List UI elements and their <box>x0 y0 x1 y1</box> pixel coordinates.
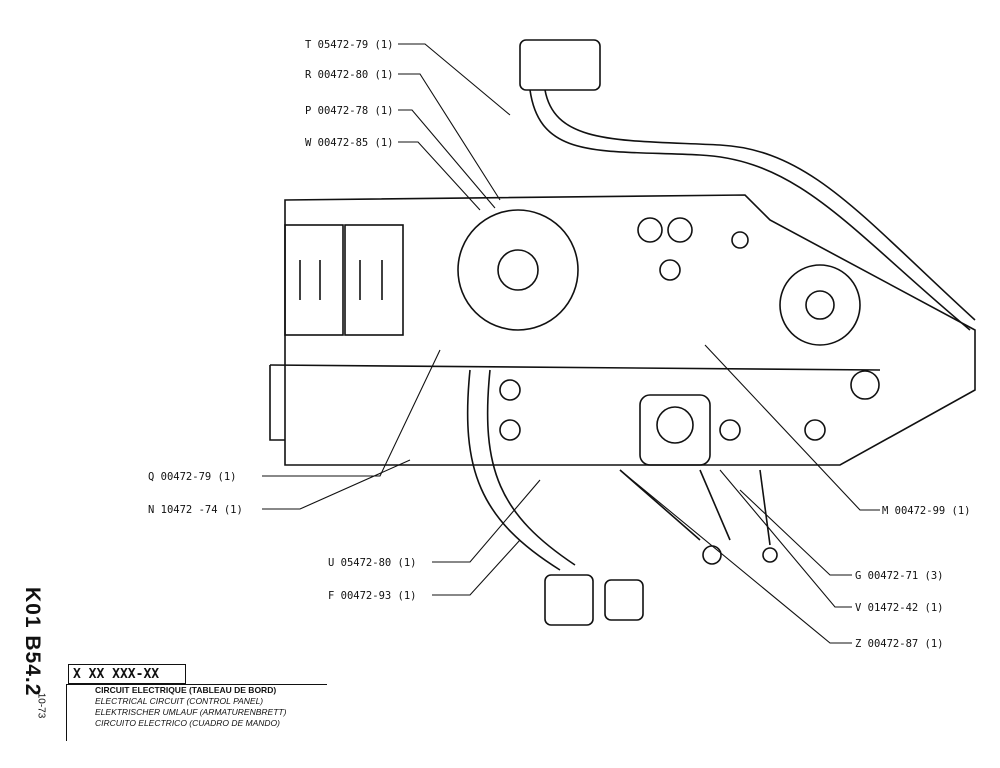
title-es: CIRCUITO ELECTRICO (CUADRO DE MANDO) <box>95 718 280 728</box>
label-U: U 05472-80 (1) <box>328 557 417 569</box>
label-M: M 00472-99 (1) <box>882 505 971 517</box>
label-N: N 10472 -74 (1) <box>148 504 243 516</box>
title-fr: CIRCUIT ELECTRIQUE (TABLEAU DE BORD) <box>95 685 277 695</box>
plug-top <box>519 39 601 91</box>
sheet-code: K01 B54.2 <box>21 587 44 697</box>
fuse-box-left <box>284 224 344 336</box>
label-V: V 01472-42 (1) <box>855 602 944 614</box>
plug-bottom-right <box>604 579 644 621</box>
label-F: F 00472-93 (1) <box>328 590 417 602</box>
label-W: W 00472-85 (1) <box>305 137 394 149</box>
label-P: P 00472-78 (1) <box>305 105 394 117</box>
plug-bottom-left <box>544 574 594 626</box>
gauge-center <box>639 394 711 466</box>
label-G: G 00472-71 (3) <box>855 570 944 582</box>
label-Z: Z 00472-87 (1) <box>855 638 944 650</box>
label-Q: Q 00472-79 (1) <box>148 471 237 483</box>
label-T: T 05472-79 (1) <box>305 39 394 51</box>
title-de: ELEKTRISCHER UMLAUF (ARMATURENBRETT) <box>95 707 287 717</box>
panel-outline <box>284 194 976 466</box>
title-block: CIRCUIT ELECTRIQUE (TABLEAU DE BORD) ELE… <box>66 684 327 741</box>
gauge-large <box>457 209 579 331</box>
label-R: R 00472-80 (1) <box>305 69 394 81</box>
fuse-box-right <box>344 224 404 336</box>
title-en: ELECTRICAL CIRCUIT (CONTROL PANEL) <box>95 696 264 706</box>
sheet-date: 10-73 <box>35 692 47 719</box>
connector-round <box>779 264 861 346</box>
serial-number: X XX XXX-XX <box>68 664 186 684</box>
